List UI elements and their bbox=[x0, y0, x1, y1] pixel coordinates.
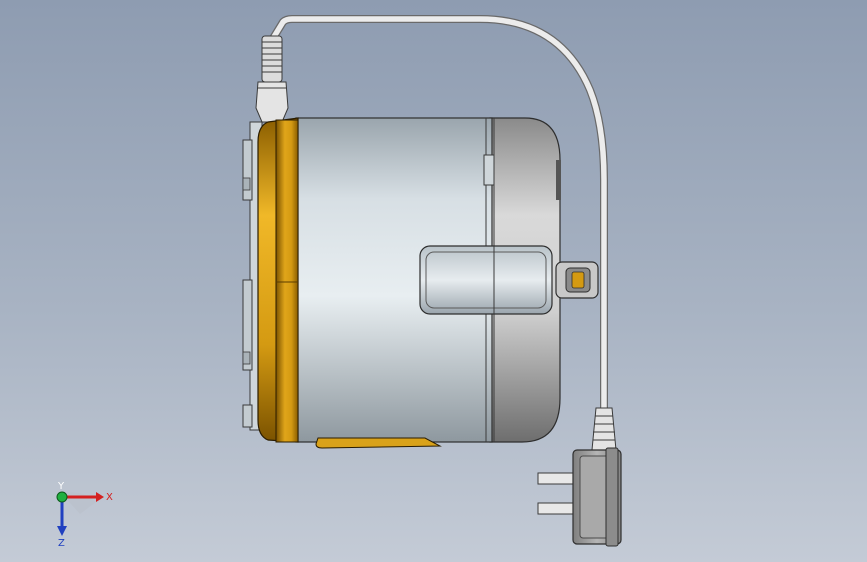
rear-latch[interactable] bbox=[555, 261, 599, 299]
plug-strain-relief bbox=[591, 407, 617, 451]
bottom-foot bbox=[315, 437, 442, 449]
orientation-triad: X Y Z bbox=[56, 481, 113, 549]
y-axis-label: Y bbox=[57, 481, 65, 492]
mains-plug bbox=[537, 447, 622, 547]
z-axis-label: Z bbox=[58, 538, 65, 549]
inlet-strain-relief bbox=[255, 35, 289, 123]
y-axis-dot bbox=[56, 491, 68, 503]
x-axis-label: X bbox=[106, 492, 113, 503]
seam-clip bbox=[483, 154, 495, 186]
carry-handle[interactable] bbox=[419, 245, 553, 315]
power-cord bbox=[268, 15, 608, 414]
front-ring bbox=[257, 117, 299, 443]
rear-cap-notch bbox=[556, 160, 561, 200]
